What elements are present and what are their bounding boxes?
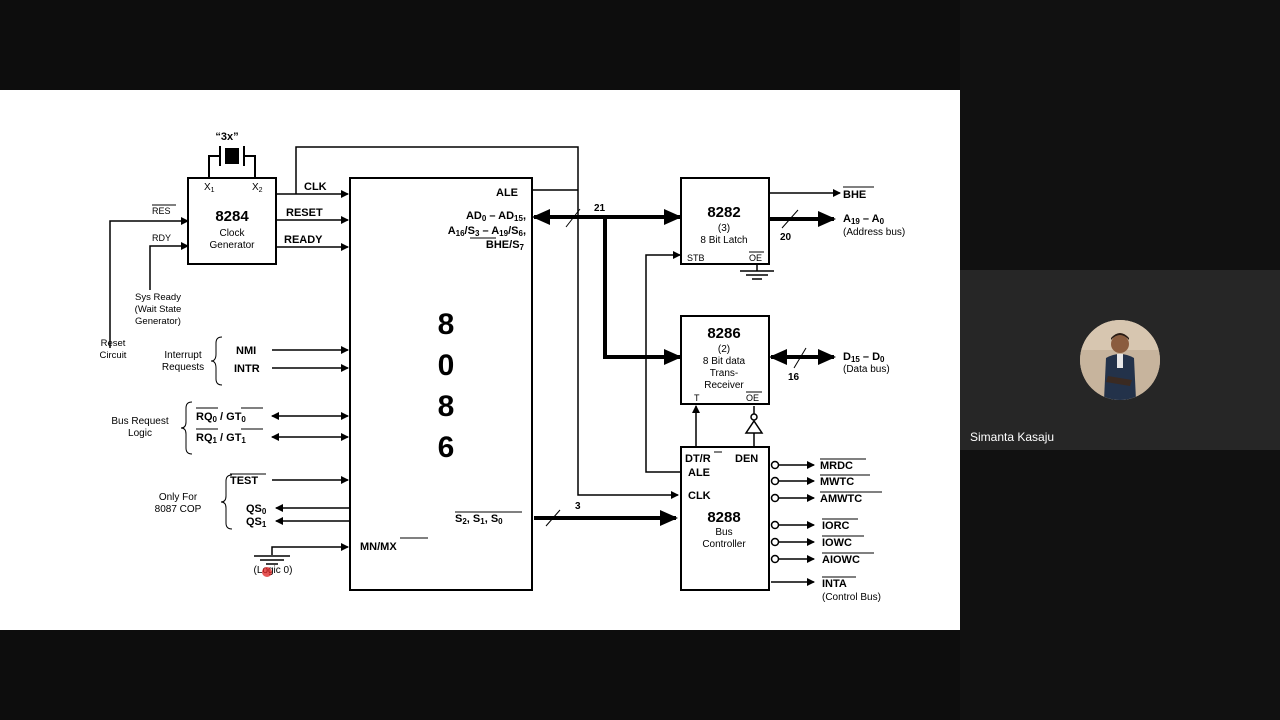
cpu-8086-block: [349, 177, 533, 591]
mwtc-label: MWTC: [820, 476, 854, 488]
bus-ctrl-clk: CLK: [688, 490, 711, 502]
transceiver-t: T: [694, 393, 700, 403]
rq0-gt0-label: RQ0 / GT0: [196, 411, 246, 424]
amwtc-label: AMWTC: [820, 493, 862, 505]
clock-gen-line1: Clock: [219, 228, 245, 239]
iowc-label: IOWC: [822, 537, 852, 549]
transceiver-line2: Trans-: [710, 368, 739, 379]
participant-tile[interactable]: Simanta Kasaju: [960, 270, 1280, 450]
cpu-a-line: A16/S3 – A19/S6,: [448, 225, 526, 238]
latch-8282-block: [680, 177, 770, 265]
qs0-label: QS0: [246, 503, 267, 516]
cpu-mn-mx: MN/MX: [360, 541, 397, 553]
screen-share-area: “3x” X1 X2 8284 Clock Generator RES RDY …: [0, 90, 960, 630]
sys-ready-line1: Sys Ready: [135, 292, 181, 303]
sys-ready-line3: Generator): [135, 316, 181, 327]
bus-width-16: 16: [788, 372, 800, 383]
transceiver-line1: 8 Bit data: [703, 356, 746, 367]
person-icon: [1080, 320, 1160, 400]
res-label: RES: [152, 206, 171, 216]
participant-avatar: [1080, 320, 1160, 400]
latch-count: (3): [718, 223, 730, 234]
addr-bus-label: (Address bus): [843, 227, 905, 238]
logic0-label: (Logic 0): [254, 565, 293, 576]
reset-circuit-line2: Circuit: [100, 350, 127, 361]
latch-title: 8282: [707, 204, 740, 221]
bus-ctrl-den: DEN: [735, 453, 758, 465]
reset-circuit-line1: Reset: [101, 338, 126, 349]
bus-width-20: 20: [780, 232, 792, 243]
interrupt-line2: Requests: [162, 362, 204, 373]
cpu-digit-8: 8: [438, 308, 455, 341]
addr-bus: A19 – A0: [843, 213, 885, 226]
aiowc-label: AIOWC: [822, 554, 860, 566]
transceiver-line3: Receiver: [704, 380, 744, 391]
qs1-label: QS1: [246, 516, 267, 529]
bus-ctrl-ale: ALE: [688, 467, 710, 479]
only-for-line1: Only For: [159, 492, 198, 503]
latch-ground: [740, 264, 774, 280]
bhe-out-label: BHE: [843, 189, 866, 201]
data-bus: D15 – D0: [843, 351, 885, 364]
transceiver-8286-block: [680, 315, 770, 405]
interrupt-line1: Interrupt: [164, 350, 201, 361]
latch-desc: 8 Bit Latch: [700, 235, 747, 246]
clock-gen-title: 8284: [215, 208, 249, 225]
x2-pin-label: X2: [252, 182, 263, 194]
bus-ctrl-title: 8288: [707, 509, 740, 526]
clk-label: CLK: [304, 181, 327, 193]
mrdc-label: MRDC: [820, 460, 853, 472]
bus-ctrl-dtr: DT/R: [685, 453, 711, 465]
crystal-label: “3x”: [215, 131, 238, 143]
cpu-bhe-line: BHE/S7: [486, 239, 525, 252]
intr-label: INTR: [234, 363, 260, 375]
sys-ready-line2: (Wait State: [135, 304, 182, 315]
clock-gen-line2: Generator: [209, 240, 255, 251]
pointer-highlight: [262, 567, 272, 577]
cpu-s-line: S2, S1, S0: [455, 513, 503, 526]
transceiver-oe: OE: [746, 393, 759, 403]
bus-width-3: 3: [575, 501, 581, 512]
test-label: TEST: [230, 475, 258, 487]
bus-request-line2: Logic: [128, 428, 152, 439]
iorc-label: IORC: [822, 520, 850, 532]
cpu-digit-0: 0: [438, 349, 455, 382]
latch-stb: STB: [687, 253, 705, 263]
latch-oe: OE: [749, 253, 762, 263]
participant-name: Simanta Kasaju: [970, 430, 1055, 444]
ready-label: READY: [284, 234, 323, 246]
cpu-digit-6: 6: [438, 431, 455, 464]
bus-ctrl-line1: Bus: [715, 527, 732, 538]
block-diagram: “3x” X1 X2 8284 Clock Generator RES RDY …: [100, 131, 906, 603]
control-signal-labels: MRDC MWTC AMWTC IORC IOWC AIOWC INTA: [820, 458, 882, 590]
bus-width-21: 21: [594, 203, 606, 214]
slide-8086-diagram: “3x” X1 X2 8284 Clock Generator RES RDY …: [0, 90, 960, 630]
crystal-symbol: [208, 146, 256, 178]
den-inverter: [744, 406, 764, 447]
cpu-digit-8b: 8: [438, 390, 455, 423]
cpu-ad-line: AD0 – AD15,: [466, 210, 526, 223]
nmi-label: NMI: [236, 345, 256, 357]
inta-label: INTA: [822, 578, 847, 590]
transceiver-count: (2): [718, 344, 730, 355]
control-bus-label: (Control Bus): [822, 592, 881, 603]
reset-label: RESET: [286, 207, 323, 219]
bus-request-line1: Bus Request: [111, 416, 168, 427]
control-outputs: [770, 460, 815, 586]
bus-ctrl-line2: Controller: [702, 539, 746, 550]
x1-pin-label: X1: [204, 182, 215, 194]
bus-controller-8288-block: [680, 446, 770, 591]
rdy-label: RDY: [152, 233, 171, 243]
cpu-ale-label: ALE: [496, 187, 518, 199]
ground-symbol: [254, 543, 349, 565]
transceiver-title: 8286: [707, 325, 740, 342]
rq1-gt1-label: RQ1 / GT1: [196, 432, 246, 445]
only-for-line2: 8087 COP: [155, 504, 202, 515]
data-bus-label: (Data bus): [843, 364, 890, 375]
